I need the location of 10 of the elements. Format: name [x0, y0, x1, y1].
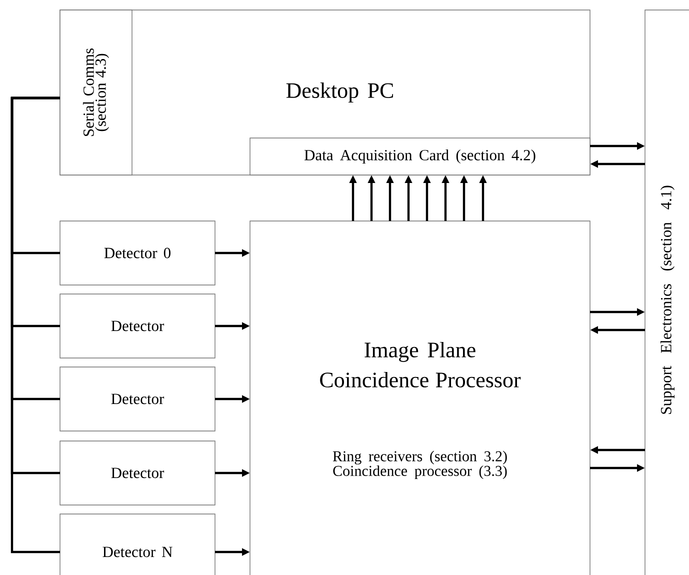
process-box: Serial Comms (section 4.3) [60, 10, 132, 176]
process-box: Detector 0 [60, 220, 216, 286]
process-box: Support Electronics (section 4.1) [644, 10, 689, 575]
connector-line [10, 96, 60, 554]
process-box: Image Plane Coincidence Processor Ring receivers (section 3.2) Coincidence processor (3.3) [250, 220, 590, 575]
process-box: Data Acquisition Card (section 4.2) [250, 138, 590, 176]
process-box: Detector N [60, 514, 216, 575]
process-box: Detector [60, 366, 216, 432]
process-box: Detector [60, 294, 216, 358]
process-box: Detector [60, 440, 216, 506]
